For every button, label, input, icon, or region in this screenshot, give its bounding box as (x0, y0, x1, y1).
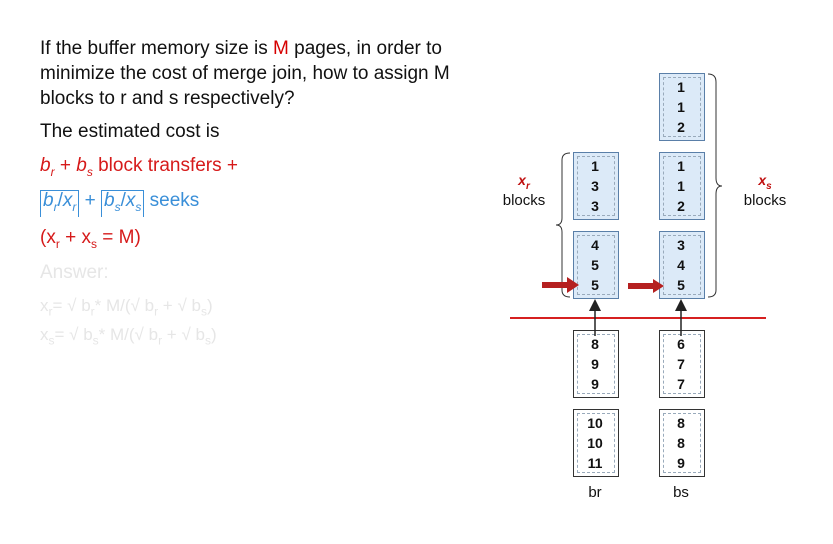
xr-brace (555, 152, 571, 298)
ceil-s: bs/xs (101, 190, 145, 217)
question-post: pages, in order to minimize the cost of … (40, 38, 450, 109)
br-pointer-arrow (542, 277, 579, 293)
br-b3-v1: 8 (591, 336, 599, 352)
br-b2-v2: 5 (591, 257, 599, 273)
cost-seeks-line: br/xr + bs/xs seeks (40, 190, 199, 217)
bs-b5-v1: 8 (677, 415, 685, 431)
bs-b1-v3: 2 (677, 119, 685, 135)
bs-b1-v1: 1 (677, 79, 685, 95)
bs-b4-v1: 6 (677, 336, 685, 352)
bs-b3-v2: 4 (677, 257, 685, 273)
bs-b5-v3: 9 (677, 455, 685, 471)
bs-pointer-arrow (628, 279, 664, 293)
answer-xr-line: xr= √ br* M/(√ br + √ bs) (40, 296, 213, 319)
br-b3-v2: 9 (591, 356, 599, 372)
bs-b4-v3: 7 (677, 376, 685, 392)
answer-heading: Answer: (40, 262, 109, 283)
bs-b5-v2: 8 (677, 435, 685, 451)
br-b3-v3: 9 (591, 376, 599, 392)
estimated-cost-heading: The estimated cost is (40, 121, 220, 142)
bs-block-2 (659, 152, 705, 220)
question-text: If the buffer memory size is M pages, in… (40, 36, 500, 111)
br-b4-v3: 11 (587, 455, 603, 471)
bs-block-1 (659, 73, 705, 141)
br-b1-v3: 3 (591, 198, 599, 214)
bs-block-4 (659, 330, 705, 398)
xs-brace (707, 73, 723, 298)
ceil-r: br/xr (40, 190, 80, 217)
question-pre: If the buffer memory size is (40, 38, 274, 59)
br-block-4 (573, 409, 619, 477)
answer-xs-line: xs= √ bs* M/(√ br + √ bs) (40, 325, 217, 348)
bs-column-label: bs (673, 484, 689, 501)
bs-block-5 (659, 409, 705, 477)
br-b4-v2: 10 (587, 435, 603, 451)
xs-blocks-label: xs blocks (743, 172, 787, 209)
br-b1-v1: 1 (591, 158, 599, 174)
buffer-divider-line (510, 317, 766, 319)
br-block-2 (573, 231, 619, 299)
bs-b1-v2: 1 (677, 99, 685, 115)
cost-transfers-line: br + bs block transfers + (40, 155, 239, 179)
br-b2-v1: 4 (591, 237, 599, 253)
memory-variable: M (273, 38, 289, 59)
bs-b3-v1: 3 (677, 237, 685, 253)
br-column-label: br (588, 484, 602, 501)
bs-b2-v1: 1 (677, 158, 685, 174)
bs-b2-v3: 2 (677, 198, 685, 214)
br-b2-v3: 5 (591, 277, 599, 293)
br-block-1 (573, 152, 619, 220)
bs-b4-v2: 7 (677, 356, 685, 372)
bs-b3-v3: 5 (677, 277, 685, 293)
constraint-line: (xr + xs = M) (40, 227, 141, 251)
bs-b2-v2: 1 (677, 178, 685, 194)
xr-blocks-label: xr blocks (502, 172, 546, 209)
br-b4-v1: 10 (587, 415, 603, 431)
bs-block-3 (659, 231, 705, 299)
br-block-3 (573, 330, 619, 398)
br-b1-v2: 3 (591, 178, 599, 194)
